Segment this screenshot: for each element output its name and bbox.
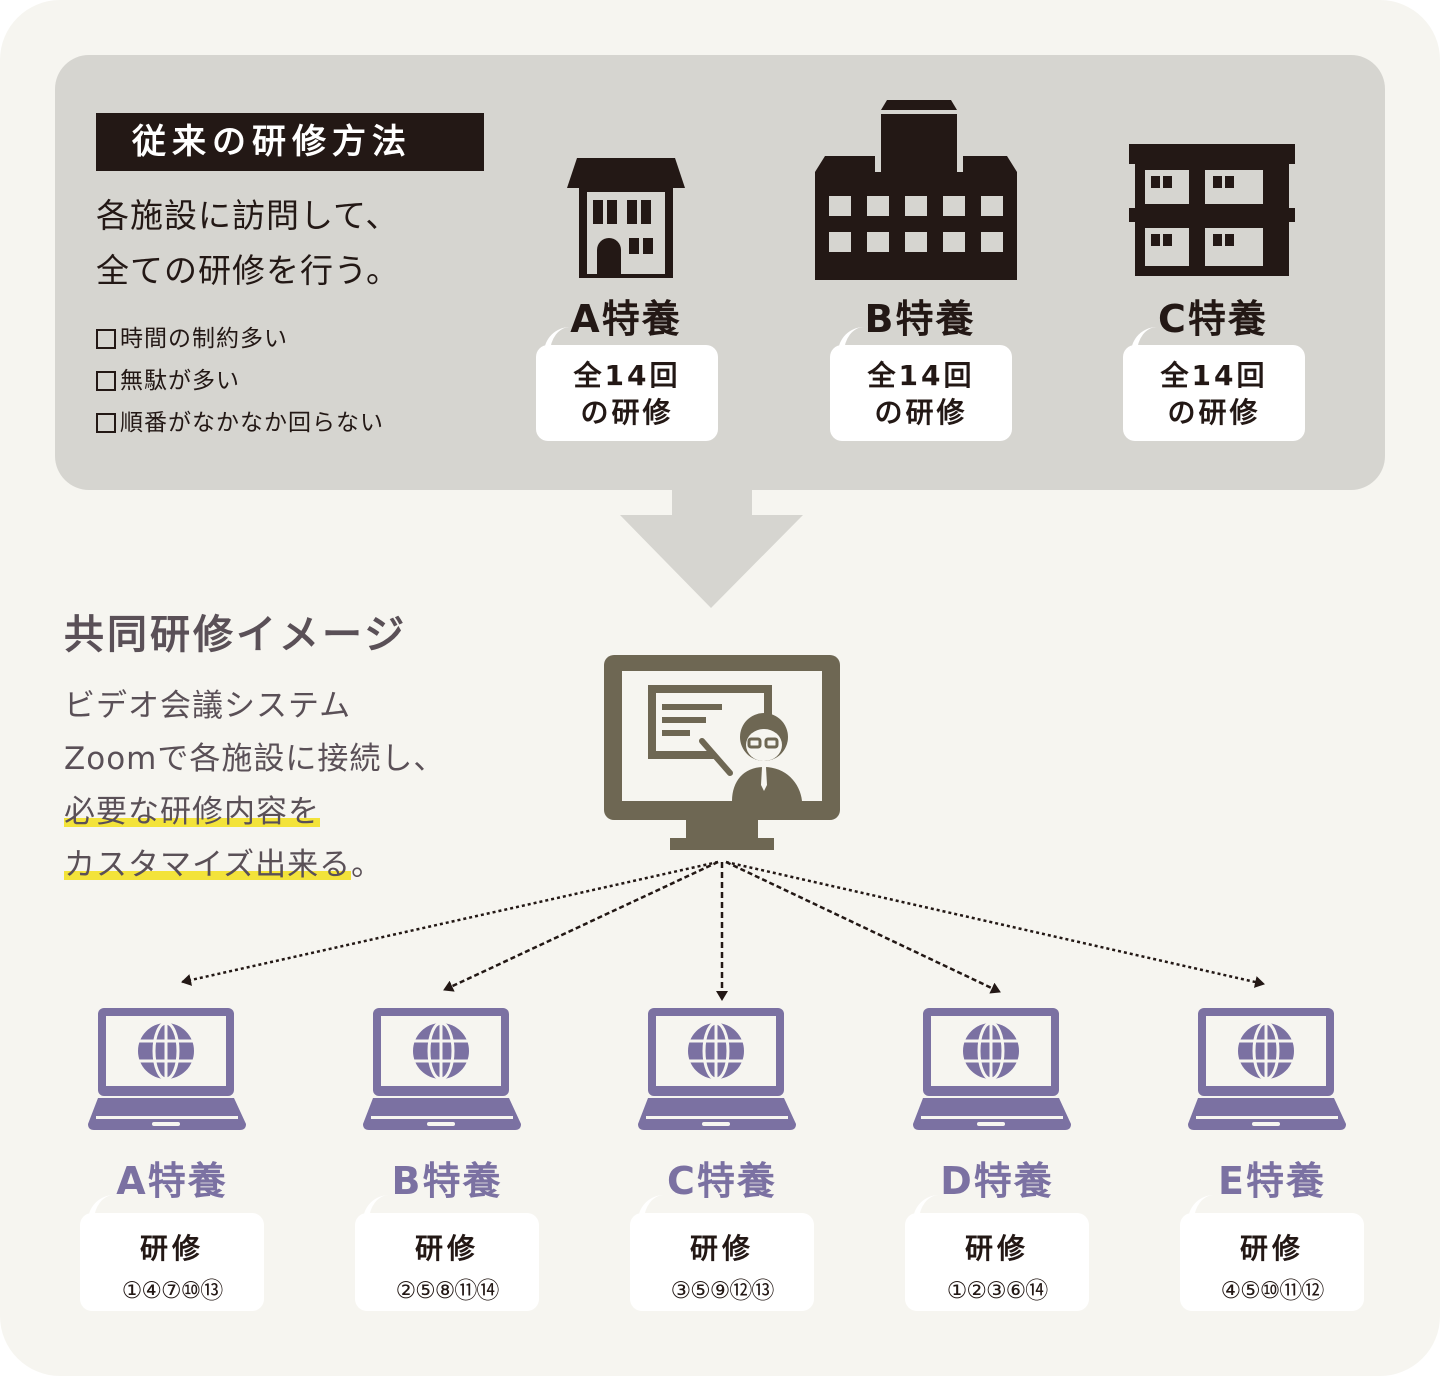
joint-description: ビデオ会議システム Zoomで各施設に接続し、 必要な研修内容を カスタマイズ出… [64, 680, 445, 892]
laptop-globe-icon [913, 1008, 1071, 1130]
conventional-lead: 各施設に訪問して、 全ての研修を行う。 [96, 188, 400, 298]
issue-label: 順番がなかなか回らない [120, 410, 384, 436]
checkbox-icon [96, 371, 116, 391]
site-label: 研修 [689, 1232, 754, 1265]
desc-line: ビデオ会議システム [64, 688, 352, 724]
site-sessions: ④⑤⑩⑪⑫ [1220, 1278, 1325, 1304]
site-name: E特養 [1218, 1159, 1326, 1203]
bubble-line: の研修 [874, 396, 968, 429]
site-bubble: 研修 ③⑤⑨⑫⑬ [630, 1195, 814, 1311]
conventional-title: 従来の研修方法 [96, 113, 484, 171]
site-name: D特養 [940, 1159, 1054, 1203]
site-name: B特養 [391, 1159, 503, 1203]
laptop-globe-icon [1188, 1008, 1346, 1130]
facility-bubble: 全14回 の研修 [830, 327, 1012, 441]
checkbox-icon [96, 329, 116, 349]
school-building-icon [815, 100, 1017, 280]
site-sessions: ②⑤⑧⑪⑭ [395, 1278, 500, 1304]
issue-label: 無駄が多い [120, 368, 240, 394]
issue-item: 時間の制約多い [96, 318, 384, 360]
site-bubble: 研修 ①②③⑥⑭ [905, 1195, 1089, 1311]
issue-label: 時間の制約多い [120, 326, 288, 352]
lead-line: 全ての研修を行う。 [96, 251, 401, 290]
facility-bubble: 全14回 の研修 [1123, 327, 1305, 441]
desc-line: Zoomで各施設に接続し、 [64, 741, 446, 777]
issue-list: 時間の制約多い 無駄が多い 順番がなかなか回らない [96, 318, 384, 444]
desc-tail: 。 [351, 847, 384, 883]
facility-name: C特養 [1158, 297, 1268, 341]
connector-d [725, 860, 1001, 994]
connector-e [725, 860, 1265, 988]
site-sessions: ①②③⑥⑭ [946, 1278, 1048, 1304]
connector-b [443, 860, 719, 992]
issue-item: 順番がなかなか回らない [96, 402, 384, 444]
site-bubble: 研修 ②⑤⑧⑪⑭ [355, 1195, 539, 1311]
bubble-line: 全14回 [867, 359, 975, 392]
bubble-line: の研修 [580, 396, 674, 429]
monitor-presenter-icon [604, 655, 840, 850]
apartment-building-icon [1129, 144, 1295, 276]
desc-highlight: カスタマイズ出来る [64, 847, 352, 883]
site-sessions: ①④⑦⑩⑬ [121, 1278, 223, 1304]
laptop-globe-icon [88, 1008, 246, 1130]
issue-item: 無駄が多い [96, 360, 384, 402]
site-bubble: 研修 ①④⑦⑩⑬ [80, 1195, 264, 1311]
bubble-line: の研修 [1167, 396, 1261, 429]
site-label: 研修 [964, 1232, 1029, 1265]
joint-title: 共同研修イメージ [64, 612, 408, 658]
site-name: C特養 [667, 1159, 777, 1203]
site-label: 研修 [139, 1232, 204, 1265]
bubble-line: 全14回 [573, 359, 681, 392]
desc-highlight: 必要な研修内容を [64, 794, 320, 830]
facility-name: A特養 [570, 297, 682, 341]
site-name: A特養 [116, 1159, 228, 1203]
checkbox-icon [96, 413, 116, 433]
laptop-globe-icon [363, 1008, 521, 1130]
lead-line: 各施設に訪問して、 [96, 196, 400, 235]
laptop-globe-icon [638, 1008, 796, 1130]
site-bubble: 研修 ④⑤⑩⑪⑫ [1180, 1195, 1364, 1311]
site-label: 研修 [1239, 1232, 1304, 1265]
site-sessions: ③⑤⑨⑫⑬ [670, 1278, 775, 1304]
site-label: 研修 [414, 1232, 479, 1265]
facility-name: B特養 [864, 297, 976, 341]
down-arrow-icon [620, 490, 803, 608]
bubble-line: 全14回 [1160, 359, 1268, 392]
house-building-icon [567, 158, 685, 278]
facility-bubble: 全14回 の研修 [536, 327, 718, 441]
